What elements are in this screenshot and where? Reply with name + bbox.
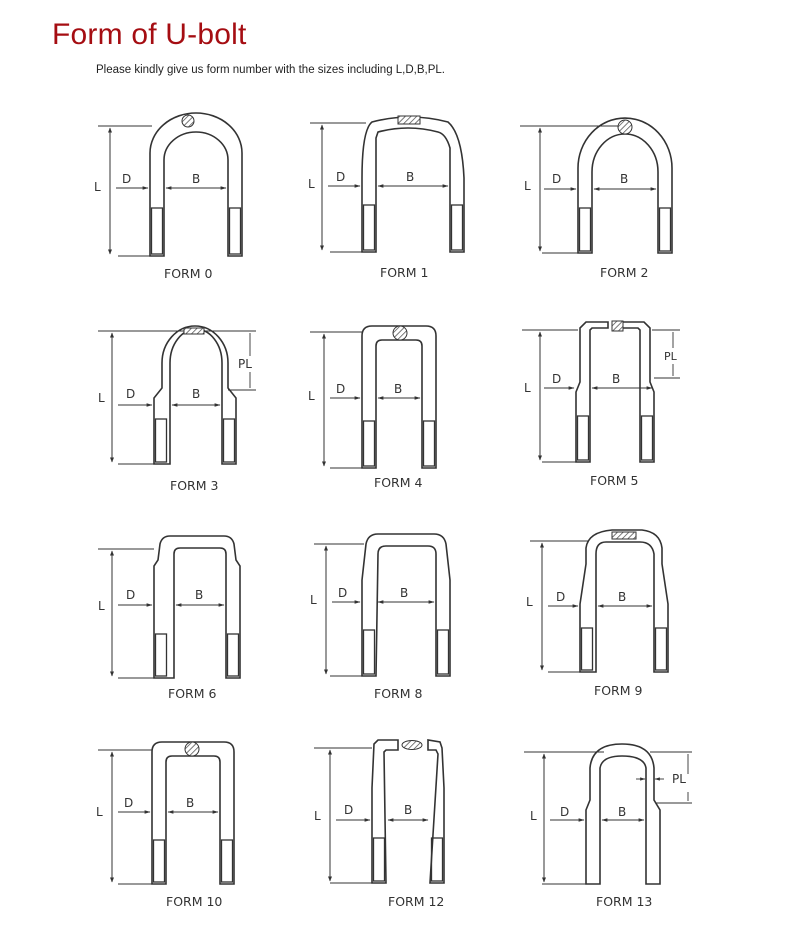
svg-text:D: D	[556, 590, 565, 604]
form-1-diagram: L D B FORM 1	[300, 108, 500, 308]
dim-label-b: B	[192, 172, 200, 186]
svg-text:B: B	[400, 586, 408, 600]
svg-text:D: D	[124, 796, 133, 810]
svg-text:D: D	[336, 382, 345, 396]
form-label: FORM 3	[170, 478, 219, 493]
svg-text:B: B	[618, 590, 626, 604]
form-label: FORM 4	[374, 475, 423, 490]
svg-text:L: L	[96, 805, 103, 819]
svg-text:PL: PL	[238, 357, 252, 371]
svg-text:D: D	[560, 805, 569, 819]
svg-text:B: B	[620, 172, 628, 186]
svg-text:L: L	[530, 809, 537, 823]
svg-text:B: B	[186, 796, 194, 810]
dim-label-d: D	[122, 172, 131, 186]
form-0-diagram: L D B FORM 0	[88, 108, 288, 308]
svg-text:B: B	[192, 387, 200, 401]
page-subtitle: Please kindly give us form number with t…	[96, 64, 445, 76]
svg-text:B: B	[612, 372, 620, 386]
form-10-diagram: L D B FORM 10	[88, 738, 288, 938]
form-label: FORM 1	[380, 265, 429, 280]
form-5-diagram: L D B PL FORM 5	[512, 318, 712, 518]
svg-text:D: D	[336, 170, 345, 184]
svg-text:D: D	[552, 172, 561, 186]
svg-text:L: L	[526, 595, 533, 609]
svg-text:B: B	[394, 382, 402, 396]
form-12-diagram: L D B FORM 12	[300, 738, 500, 938]
svg-text:B: B	[404, 803, 412, 817]
svg-text:L: L	[314, 809, 321, 823]
svg-text:D: D	[552, 372, 561, 386]
dim-label-l: L	[94, 180, 101, 194]
svg-text:B: B	[406, 170, 414, 184]
svg-text:B: B	[195, 588, 203, 602]
form-13-diagram: L D B PL FORM 13	[512, 738, 712, 938]
svg-text:L: L	[524, 179, 531, 193]
svg-text:L: L	[310, 593, 317, 607]
form-8-diagram: L D B FORM 8	[300, 530, 500, 730]
svg-text:B: B	[618, 805, 626, 819]
form-9-diagram: L D B FORM 9	[512, 524, 712, 724]
svg-text:L: L	[308, 177, 315, 191]
svg-text:PL: PL	[664, 350, 678, 363]
form-label: FORM 6	[168, 686, 217, 701]
form-label: FORM 10	[166, 894, 223, 909]
form-4-diagram: L D B FORM 4	[300, 318, 500, 518]
form-label: FORM 0	[164, 266, 213, 281]
form-label: FORM 13	[596, 894, 653, 909]
svg-text:PL: PL	[672, 772, 686, 786]
page-title: Form of U-bolt	[52, 18, 247, 51]
svg-text:D: D	[126, 588, 135, 602]
form-label: FORM 2	[600, 265, 649, 280]
form-6-diagram: L D B FORM 6	[88, 530, 288, 730]
svg-text:D: D	[126, 387, 135, 401]
svg-text:L: L	[98, 391, 105, 405]
form-label: FORM 9	[594, 683, 643, 698]
svg-text:L: L	[308, 389, 315, 403]
form-3-diagram: L D B PL FORM 3	[88, 318, 288, 518]
form-label: FORM 8	[374, 686, 423, 701]
svg-text:L: L	[524, 381, 531, 395]
svg-text:L: L	[98, 599, 105, 613]
form-label: FORM 5	[590, 473, 639, 488]
form-2-diagram: L D B FORM 2	[512, 108, 712, 308]
form-label: FORM 12	[388, 894, 445, 909]
svg-text:D: D	[344, 803, 353, 817]
svg-text:D: D	[338, 586, 347, 600]
